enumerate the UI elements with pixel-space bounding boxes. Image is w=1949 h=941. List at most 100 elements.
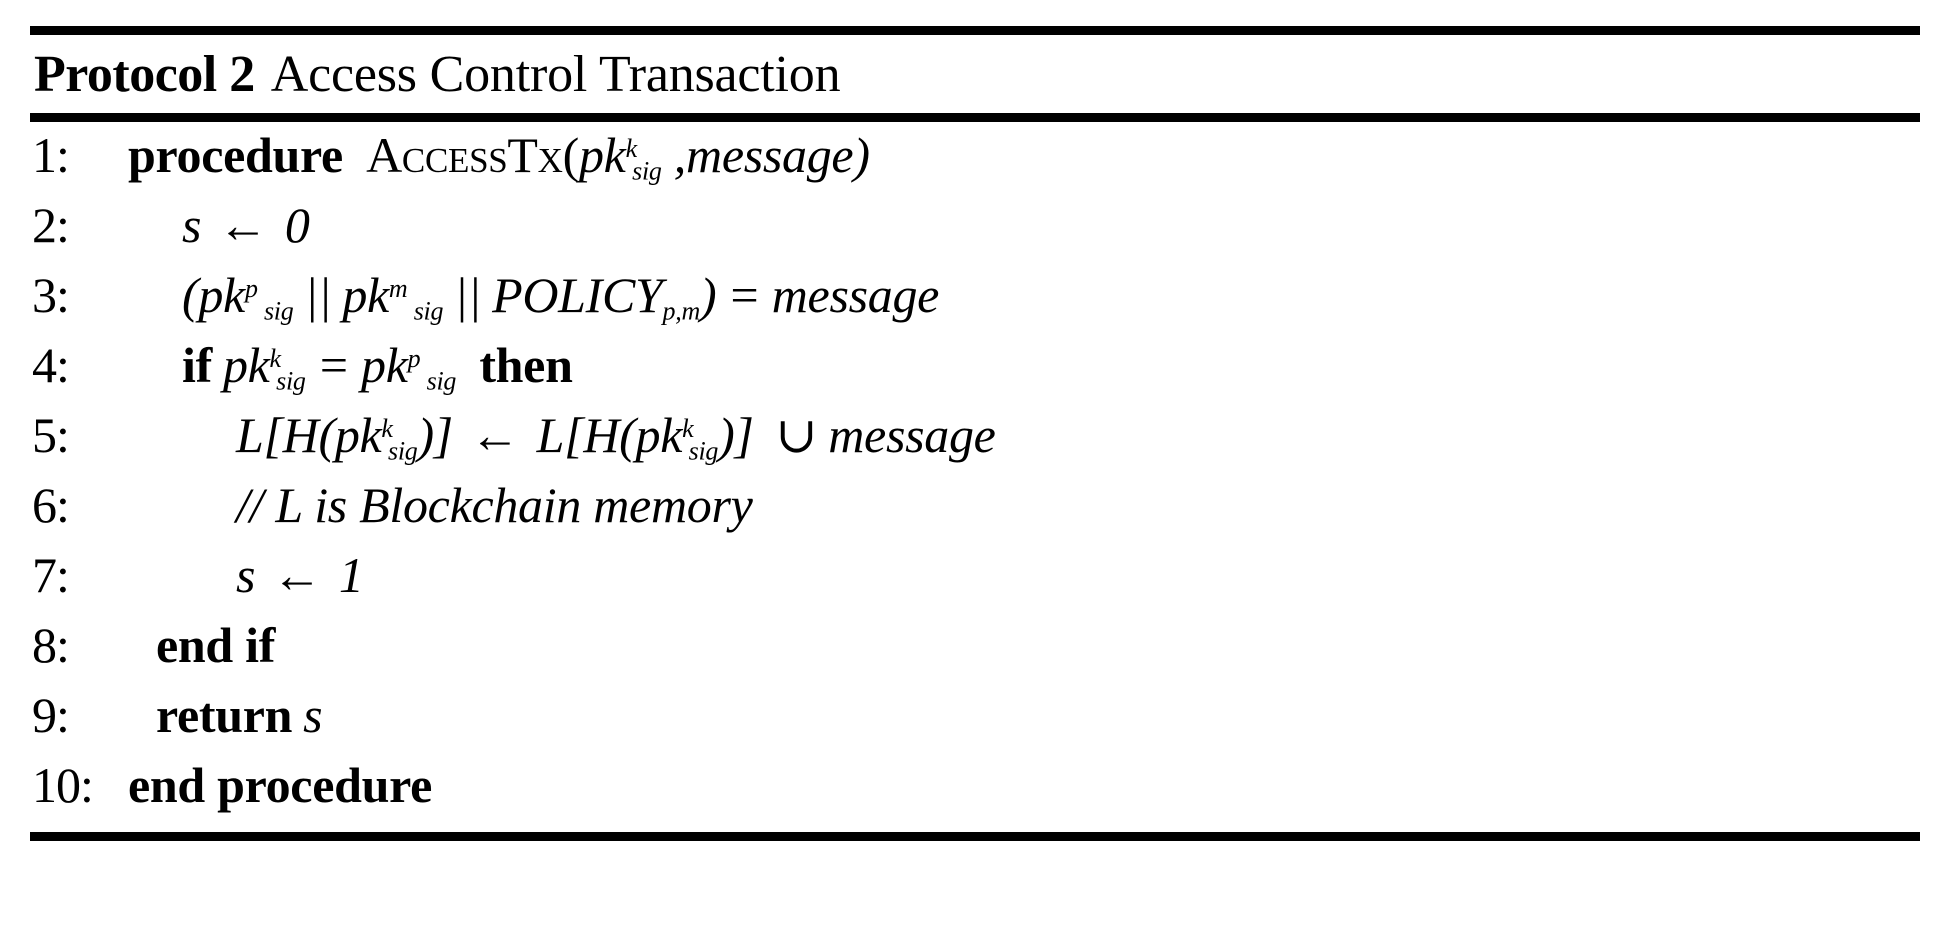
line-number: 1: — [32, 127, 70, 183]
cond-lhs-base: pk — [222, 337, 270, 393]
assign-lhs: s — [182, 197, 202, 253]
term-base: pk — [342, 267, 389, 323]
policy-subscript: p,m — [662, 296, 701, 326]
policy-base: POLICY — [492, 267, 663, 323]
procedure-name: AccessTx — [366, 127, 563, 183]
rhs-message: message — [771, 267, 940, 323]
open-paren: ( — [562, 127, 580, 183]
ledger-lhs-prefix: L[H( — [236, 407, 335, 463]
equals-operator: = — [727, 267, 761, 323]
algorithm-block: Protocol 2 Access Control Transaction 1:… — [30, 26, 1920, 841]
top-rule — [30, 26, 1920, 35]
arg-subscript: sig — [632, 156, 662, 186]
keyword-if: if — [182, 337, 212, 393]
bottom-rule — [30, 832, 1920, 841]
assign-rhs: 0 — [284, 197, 310, 253]
pseudocode-line: 10: end procedure — [30, 756, 1920, 826]
cond-rhs-superscript: p — [407, 343, 421, 373]
algorithm-title-text: Access Control Transaction — [270, 45, 841, 103]
left-arrow-icon: ← — [469, 407, 520, 463]
pseudocode-line: 1: procedure AccessTx(pkksig ,message) — [30, 126, 1920, 196]
union-operator-icon: ∪ — [775, 407, 818, 463]
line-content: (pkpsig||pkmsig||POLICYp,m)=message — [128, 266, 939, 324]
cond-rhs-subscript: sig — [426, 366, 457, 396]
term-superscript: p — [244, 273, 258, 303]
key-superscript: k — [682, 413, 694, 443]
left-arrow-icon: ← — [272, 547, 322, 603]
pseudocode-line: 8: end if — [30, 616, 1920, 686]
line-number: 10: — [32, 757, 94, 813]
line-content: end if — [128, 616, 275, 674]
algorithm-label: Protocol 2 — [34, 45, 255, 103]
return-value: s — [303, 687, 323, 743]
term-superscript: m — [388, 273, 408, 303]
line-number: 6: — [32, 477, 70, 533]
keyword-procedure: procedure — [128, 127, 343, 183]
line-content: procedure AccessTx(pkksig ,message) — [128, 126, 870, 184]
arg-public-key: pkksig — [578, 127, 662, 186]
key-subscript: sig — [388, 436, 418, 466]
ledger-lhs-suffix: )] — [417, 407, 453, 463]
pseudocode-body: 1: procedure AccessTx(pkksig ,message) 2… — [30, 122, 1920, 832]
arg-base: pk — [578, 127, 626, 183]
ledger-lhs-key: pkksig — [334, 407, 418, 466]
assign-rhs: 1 — [338, 547, 364, 603]
cond-rhs-base: pk — [361, 337, 408, 393]
line-number: 7: — [32, 547, 70, 603]
key-subscript: sig — [688, 436, 719, 466]
term-subscript: sig — [263, 296, 294, 326]
term-subscript: sig — [413, 296, 444, 326]
line-content: s ← 0 — [128, 196, 310, 254]
close-paren: ) — [699, 267, 717, 323]
line-content: s ← 1 — [128, 546, 364, 604]
cond-rhs: pkp — [361, 337, 421, 393]
line-content: end procedure — [128, 756, 432, 814]
term-base: pk — [198, 267, 245, 323]
term-pk-p: pkp — [198, 267, 258, 323]
ledger-rhs-key: pkksig — [635, 407, 719, 466]
cond-lhs: pkksig — [222, 337, 306, 396]
inline-comment: // L is Blockchain memory — [236, 477, 753, 533]
ledger-rhs-suffix: )] — [718, 407, 754, 463]
line-number: 8: — [32, 617, 70, 673]
keyword-end-if: end if — [156, 617, 276, 673]
pseudocode-line: 2: s ← 0 — [30, 196, 1920, 266]
concat-operator: || — [304, 267, 332, 323]
arg-message: message — [686, 127, 854, 183]
line-number: 2: — [32, 197, 70, 253]
assign-lhs: s — [236, 547, 256, 603]
pseudocode-line: 7: s ← 1 — [30, 546, 1920, 616]
cond-lhs-subscript: sig — [276, 366, 306, 396]
concat-operator: || — [454, 267, 482, 323]
term-pk-m: pkm — [342, 267, 407, 323]
line-number: 3: — [32, 267, 70, 323]
line-number: 5: — [32, 407, 70, 463]
algorithm-title: Protocol 2 Access Control Transaction — [30, 35, 1920, 113]
key-base: pk — [635, 407, 683, 463]
keyword-return: return — [156, 687, 293, 743]
pseudocode-line: 5: L[H(pkksig)]←L[H(pkksig)]∪message — [30, 406, 1920, 476]
keyword-then: then — [479, 337, 573, 393]
pseudocode-line: 3: (pkpsig||pkmsig||POLICYp,m)=message — [30, 266, 1920, 336]
line-content: // L is Blockchain memory — [128, 476, 753, 534]
union-operand: message — [828, 407, 996, 463]
close-paren: ) — [853, 127, 870, 183]
line-number: 4: — [32, 337, 70, 393]
arg-comma: , — [661, 127, 687, 183]
open-paren: ( — [182, 267, 199, 323]
pseudocode-line: 6: // L is Blockchain memory — [30, 476, 1920, 546]
equals-operator: = — [316, 337, 351, 393]
ledger-rhs-prefix: L[H( — [536, 407, 636, 463]
line-content: L[H(pkksig)]←L[H(pkksig)]∪message — [128, 406, 996, 464]
left-arrow-icon: ← — [218, 197, 268, 253]
line-number: 9: — [32, 687, 70, 743]
key-base: pk — [334, 407, 382, 463]
arg-superscript: k — [625, 133, 638, 163]
title-separator-rule — [30, 113, 1920, 122]
cond-lhs-superscript: k — [269, 343, 282, 373]
key-superscript: k — [381, 413, 393, 443]
